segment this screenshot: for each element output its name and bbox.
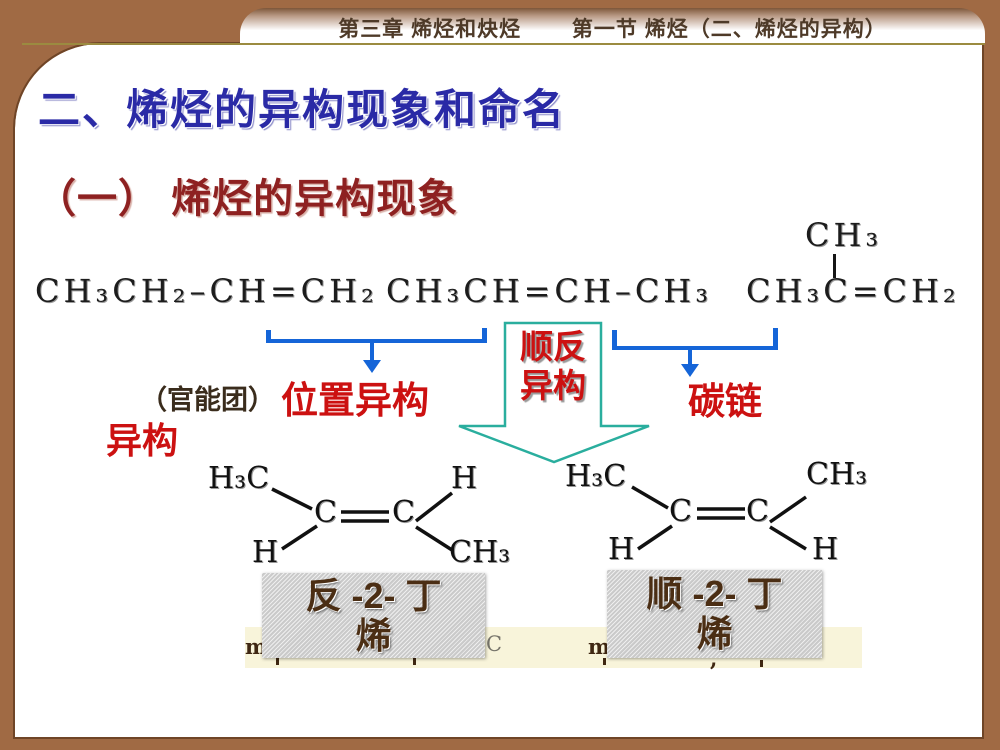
- cis-top-left-atom: H₃C: [565, 459, 627, 494]
- cis-trans-isomerism-label: 顺反 异构: [503, 327, 603, 405]
- strip-descender: [413, 658, 416, 665]
- right-bracket-arrow-stem: [688, 350, 692, 365]
- position-isomerism-label: 位置异构: [281, 380, 429, 421]
- header-divider: [22, 43, 985, 45]
- strip-fragment-c: C: [486, 632, 503, 656]
- left-bracket-arrow-stem: [370, 343, 374, 361]
- trans-top-right-atom: H: [451, 461, 478, 496]
- cis-bottom-left-atom: H: [608, 532, 635, 567]
- trans-bottom-right-atom: CH₃: [449, 535, 511, 570]
- strip-fragment-comma: ,: [710, 646, 718, 671]
- trans-top-left-atom: H₃C: [208, 461, 270, 496]
- strip-descender: [760, 660, 763, 667]
- header-title: 第三章 烯烃和炔烃 第一节 烯烃（二、烯烃的异构）: [338, 18, 887, 41]
- cis-left-carbon: C: [669, 494, 692, 529]
- formula-isobutylene-branch: CH₃: [805, 216, 883, 254]
- strip-fragment-m-right: m: [588, 634, 611, 659]
- left-bracket-arrowhead-icon: [363, 360, 381, 373]
- cis-right-carbon: C: [746, 494, 769, 529]
- strip-fragment-m-left: m: [245, 634, 268, 659]
- right-bracket-bar: [612, 346, 778, 350]
- trans-bottom-left-atom: H: [252, 535, 279, 570]
- trans-caption-line2: 烯: [355, 614, 392, 656]
- right-bracket-arrowhead-icon: [681, 364, 699, 377]
- strip-descender: [276, 658, 279, 665]
- cis-caption-line2: 烯: [696, 613, 733, 654]
- left-bracket-tick-left: [266, 330, 271, 343]
- trans-right-carbon: C: [392, 495, 415, 530]
- formula-isobutylene: CH₃C=CH₂: [746, 272, 960, 310]
- isomerism-label: 异构: [106, 420, 179, 461]
- cis-bottom-right-atom: H: [812, 532, 839, 567]
- header-band: 第三章 烯烃和炔烃 第一节 烯烃（二、烯烃的异构）: [240, 8, 985, 44]
- cis-trans-line1: 顺反: [520, 328, 586, 365]
- trans-caption-box: 反 -2- 丁 烯: [262, 573, 485, 658]
- cis-caption-line1: 顺 -2- 丁: [646, 573, 783, 614]
- trans-caption-line1: 反 -2- 丁: [305, 574, 442, 616]
- carbon-chain-label: 碳链: [688, 381, 762, 422]
- cis-top-right-atom: CH₃: [806, 457, 868, 492]
- left-bracket-bar: [266, 339, 487, 343]
- left-bracket-tick-right: [482, 328, 487, 343]
- page-title: 二、烯烃的异构现象和命名: [38, 86, 567, 133]
- down-block-arrow-icon: [458, 321, 650, 464]
- right-bracket-tick-left: [612, 330, 617, 346]
- formula-1-butene: CH₃CH₂–CH=CH₂: [35, 272, 378, 310]
- formula-2-butene: CH₃CH=CH–CH₃: [386, 272, 713, 310]
- functional-group-label: （官能团）: [140, 385, 275, 415]
- trans-left-carbon: C: [314, 495, 337, 530]
- cis-trans-line2: 异构: [520, 367, 586, 404]
- section-subtitle: （一） 烯烃的异构现象: [36, 177, 459, 221]
- strip-descender: [603, 658, 606, 665]
- structure-bonds: [271, 485, 807, 552]
- cis-caption-box: 顺 -2- 丁 烯: [607, 570, 822, 658]
- right-bracket-tick-right: [773, 328, 778, 346]
- branch-bond-line: [833, 254, 836, 278]
